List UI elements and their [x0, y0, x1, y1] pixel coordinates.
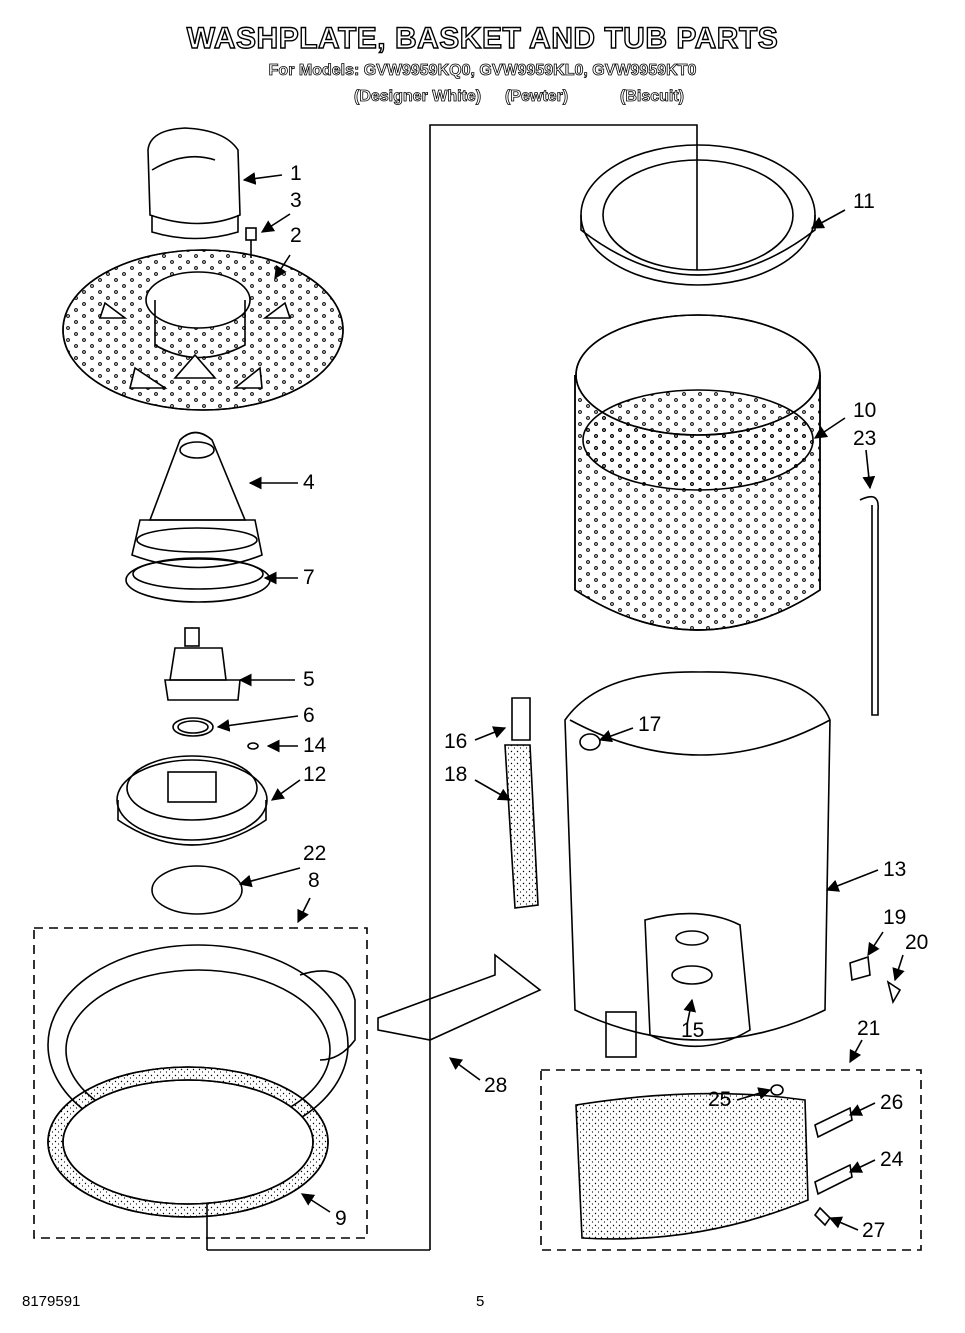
callout-27: 27	[862, 1219, 886, 1242]
plate-26-part	[814, 1106, 853, 1139]
variant-biscuit: (Biscuit)	[620, 88, 685, 106]
callout-13: 13	[883, 858, 907, 881]
page-title: WASHPLATE, BASKET AND TUB PARTS	[186, 21, 779, 55]
callout-5: 5	[303, 668, 315, 691]
strip-part	[504, 744, 539, 909]
callout-7: 7	[303, 566, 315, 589]
seal-part	[47, 1066, 329, 1218]
screw-27-part	[813, 1206, 832, 1227]
callout-21: 21	[857, 1017, 881, 1040]
bracket-28-part	[377, 953, 542, 1041]
callout-20: 20	[905, 931, 929, 954]
drive-block-part	[164, 627, 241, 701]
frame-line	[429, 124, 698, 1250]
callout-28: 28	[484, 1074, 508, 1097]
callout-6: 6	[303, 704, 315, 727]
callout-18: 18	[444, 763, 468, 786]
variant-designer-white: (Designer White)	[354, 88, 482, 106]
agitator-cone-part	[131, 431, 263, 569]
hose-part	[859, 495, 879, 716]
disc-part	[151, 865, 243, 915]
callout-3: 3	[290, 189, 302, 212]
callout-17: 17	[638, 713, 662, 736]
spring-part	[172, 717, 214, 737]
callout-9: 9	[335, 1207, 347, 1230]
callout-11: 11	[853, 190, 875, 213]
agitator-cap-part	[147, 127, 241, 240]
callout-14: 14	[303, 734, 327, 757]
callout-26: 26	[880, 1091, 904, 1114]
callout-10: 10	[853, 399, 877, 422]
clip-25-part	[770, 1084, 784, 1096]
assembly-21-box	[540, 1069, 922, 1251]
variant-pewter: (Pewter)	[505, 88, 569, 106]
callout-16: 16	[444, 730, 468, 753]
document-code: 8179591	[22, 1293, 81, 1310]
tub-cover-ring-part	[580, 144, 816, 286]
insulation-panel-part	[575, 1092, 809, 1240]
screw-20-part	[886, 980, 902, 1005]
gear-case-part	[116, 755, 268, 846]
callout-22: 22	[303, 842, 327, 865]
callout-2: 2	[290, 224, 302, 247]
small-ring-part	[247, 742, 259, 750]
callout-24: 24	[880, 1148, 904, 1171]
bracket-part	[849, 955, 871, 982]
washplate-part	[62, 249, 344, 411]
callout-19: 19	[883, 906, 907, 929]
callout-25: 25	[708, 1088, 732, 1111]
callout-4: 4	[303, 471, 315, 494]
callout-8: 8	[308, 869, 320, 892]
assembly-8-box	[33, 927, 368, 1239]
callout-15: 15	[681, 1019, 705, 1042]
callout-1: 1	[290, 162, 302, 185]
basket-part	[574, 314, 821, 631]
outer-tub-part	[564, 671, 831, 1058]
clip-part	[511, 697, 531, 741]
callout-12: 12	[303, 763, 327, 786]
callout-23: 23	[853, 427, 877, 450]
model-numbers: For Models: GVW9959KQ0, GVW9959KL0, GVW9…	[268, 62, 697, 80]
plate-24-part	[814, 1163, 853, 1196]
page-number: 5	[476, 1293, 485, 1310]
